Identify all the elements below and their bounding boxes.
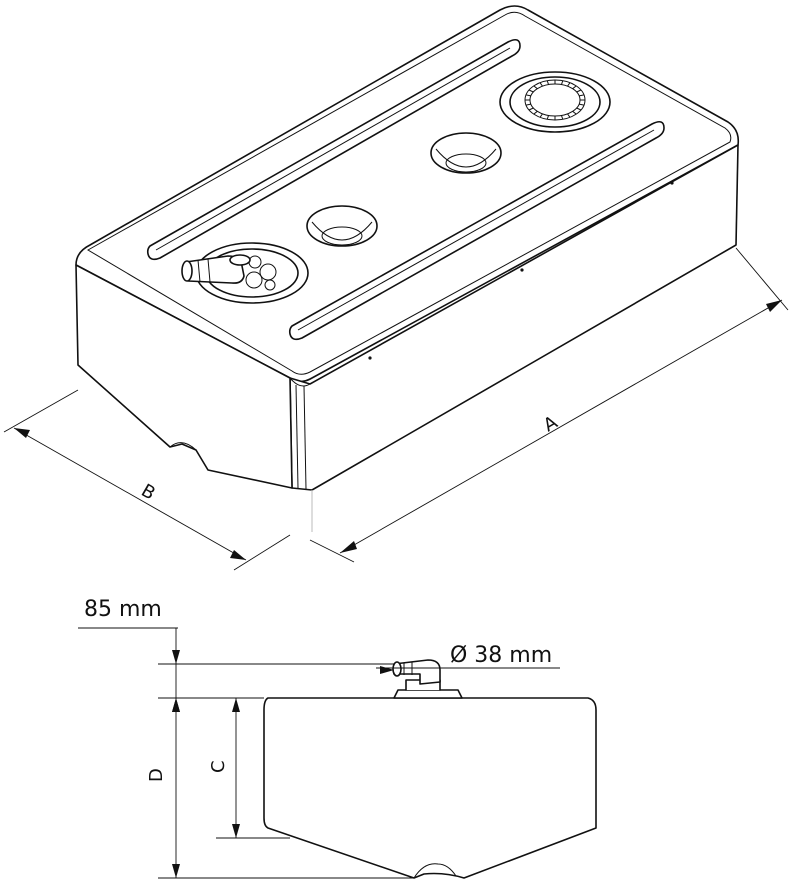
side-view: 85 mm D C Ø 38 mm (78, 597, 597, 879)
cup-recess-1 (306, 205, 378, 247)
cap-rim-tick (546, 80, 550, 85)
filler-cap-with-fitting (181, 242, 309, 304)
cap-rim-tick (567, 113, 571, 118)
cap-rim-tick (533, 85, 538, 90)
cap-rim-tick (576, 107, 582, 111)
cap-rim-tick (572, 110, 577, 115)
cap-rim-tick (539, 113, 543, 118)
cap-rim-tick (525, 103, 531, 106)
cap-rim-tick (546, 115, 550, 120)
cap-rim-tick (528, 107, 534, 111)
dimension-d: D (146, 698, 180, 878)
cup-recess-2 (430, 132, 502, 174)
cap-rim-tick (560, 115, 564, 120)
top-groove-back (146, 38, 521, 261)
cap-rim-tick (525, 94, 531, 97)
isometric-view: A B (3, 5, 789, 571)
dimension-c: C (208, 698, 240, 838)
cap-rim-tick (539, 82, 543, 87)
diameter-leader: Ø 38 mm (376, 643, 560, 674)
cap-rim-tick (560, 80, 564, 85)
inspection-cap (499, 71, 611, 133)
top-groove-front (288, 120, 665, 341)
tank-body (75, 5, 740, 491)
cap-rim-tick (533, 110, 538, 115)
side-fitting (392, 659, 463, 699)
dimension-c-label: C (208, 760, 229, 773)
tank-side-profile (263, 697, 597, 879)
cap-rim-tick (576, 89, 582, 93)
cap-rim-tick (528, 89, 534, 93)
dimension-d-label: D (146, 768, 167, 782)
dimension-b-label: B (138, 480, 159, 504)
elbow-fitting (181, 254, 251, 284)
cap-rim-tick (567, 82, 571, 87)
dimension-85mm: 85 mm (84, 597, 180, 712)
cap-rim-tick (579, 103, 585, 106)
fitting-diameter-label: Ø 38 mm (450, 643, 552, 668)
dimension-a-label: A (540, 412, 562, 437)
cap-rim-tick (579, 94, 585, 97)
height-offset-label: 85 mm (84, 597, 162, 622)
cap-rim-tick (572, 85, 577, 90)
